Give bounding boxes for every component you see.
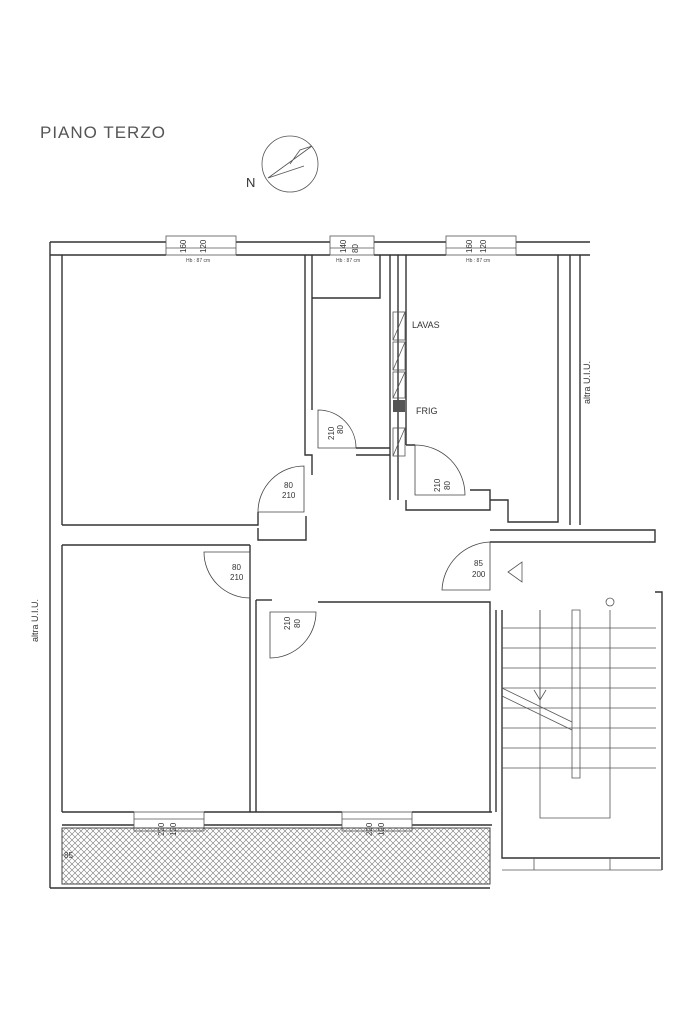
compass: N <box>246 135 319 193</box>
window-2-width: 140 <box>339 239 348 253</box>
door-5-width: 80 <box>293 619 302 628</box>
door-3-width: 80 <box>232 563 241 572</box>
kitchen-units <box>392 311 406 457</box>
window-3-width: 160 <box>465 239 474 253</box>
entrance-arrow-icon <box>507 561 523 583</box>
stove-icon <box>393 400 405 412</box>
window-1-width: 160 <box>179 239 188 253</box>
balcony <box>61 827 491 885</box>
stair-start-marker-icon <box>605 597 615 607</box>
stair-direction-arrow-icon <box>533 610 547 701</box>
adjacent-unit-left-label: altra U.I.U. <box>30 599 40 642</box>
door-2-width: 80 <box>284 481 293 490</box>
door-6-height: 200 <box>472 570 486 579</box>
window-1-height: 120 <box>199 239 208 253</box>
window-top-mid <box>329 235 375 256</box>
window-2-note: Hb : 87 cm <box>336 258 360 264</box>
window-2-height: 80 <box>351 244 360 253</box>
door-3-height: 210 <box>230 573 244 582</box>
compass-north-label: N <box>246 175 255 190</box>
door-1-width: 80 <box>336 425 345 434</box>
balcony-depth: 85 <box>64 851 73 860</box>
staircase <box>501 591 663 871</box>
door-6-width: 85 <box>474 559 483 568</box>
window-3-note: Hb : 87 cm <box>466 258 490 264</box>
door-4-width: 80 <box>443 481 452 490</box>
plan-title: PIANO TERZO <box>40 123 166 142</box>
adjacent-unit-right-label: altra U.I.U. <box>582 361 592 404</box>
door-2-height: 210 <box>282 491 296 500</box>
compass-circle <box>261 135 319 193</box>
outer-walls <box>49 241 590 889</box>
door-4-height: 210 <box>433 478 442 492</box>
window-1-note: Hb : 87 cm <box>186 258 210 264</box>
door-5-height: 210 <box>283 616 292 630</box>
compass-arrow-icon <box>267 145 313 179</box>
sink-label: LAVAS <box>412 320 440 330</box>
window-top-left <box>165 235 237 256</box>
window-top-right <box>445 235 517 256</box>
door-1-height: 210 <box>327 426 336 440</box>
door-swings <box>203 409 491 659</box>
interior-walls <box>62 255 656 812</box>
window-3-height: 120 <box>479 239 488 253</box>
fridge-label: FRIG <box>416 406 438 416</box>
